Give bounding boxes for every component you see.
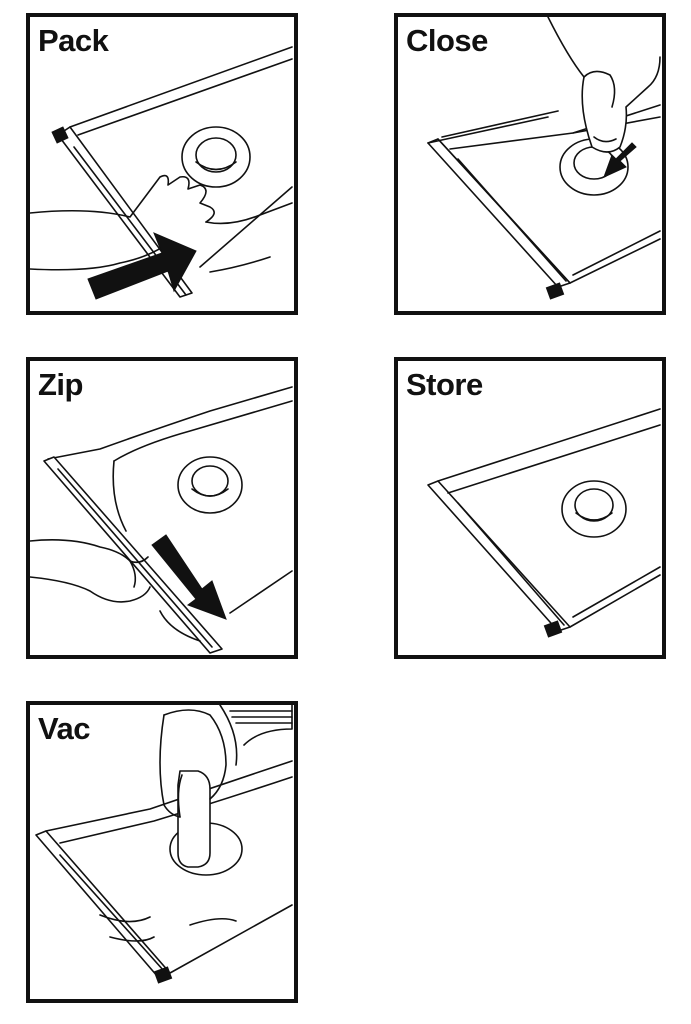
- zip-illustration: [30, 386, 293, 654]
- step-label: Store: [406, 367, 483, 402]
- step-close-panel: Close: [394, 13, 666, 315]
- close-illustration: [427, 17, 661, 300]
- step-vac-panel: Vac: [26, 701, 298, 1003]
- step-pack-panel: Pack: [26, 13, 298, 315]
- step-label: Vac: [38, 711, 90, 746]
- vac-illustration: [35, 705, 293, 984]
- pack-illustration: [30, 46, 293, 300]
- step-label: Pack: [38, 23, 109, 58]
- step-zip-panel: Zip: [26, 357, 298, 659]
- step-store-panel: Store: [394, 357, 666, 659]
- store-illustration: [427, 408, 661, 638]
- step-label: Close: [406, 23, 488, 58]
- step-label: Zip: [38, 367, 84, 402]
